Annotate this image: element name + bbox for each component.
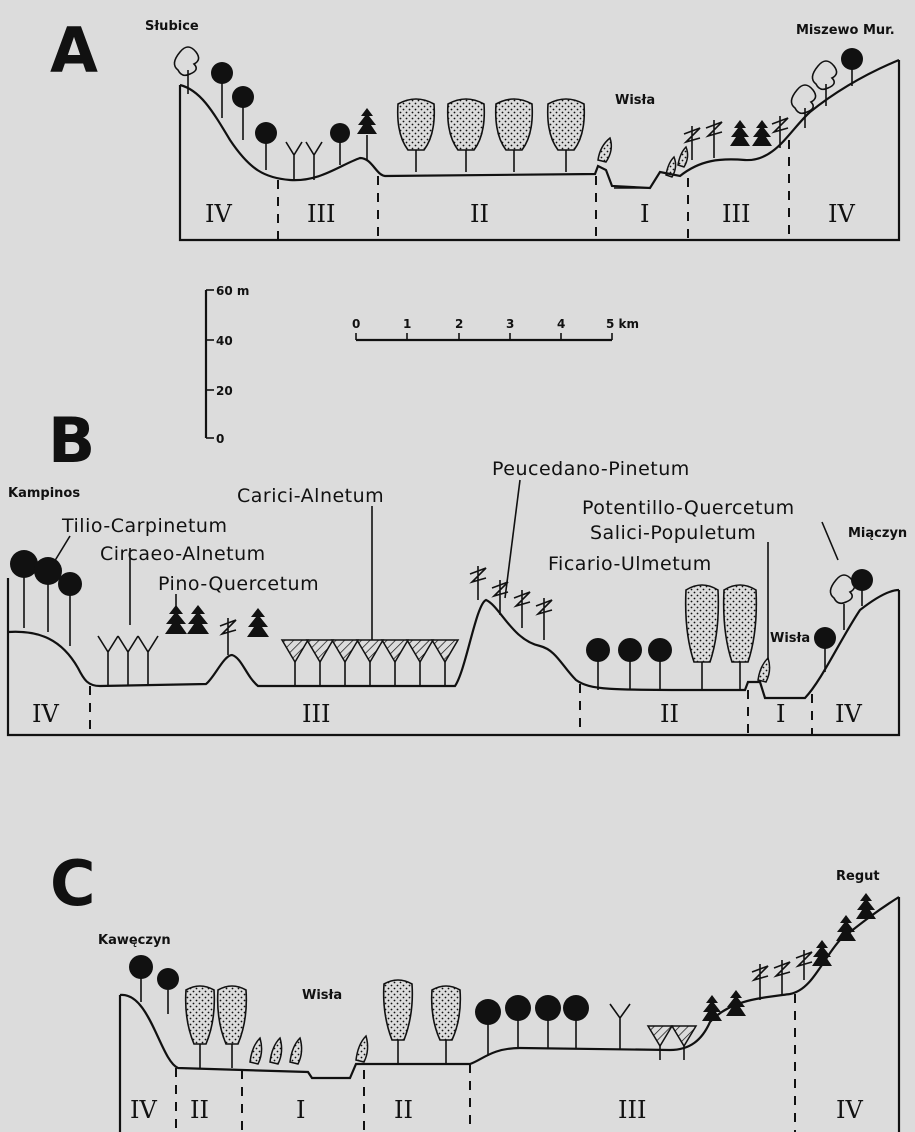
zone-label: IV xyxy=(836,1096,863,1124)
horizontal-scale-tick: 1 xyxy=(403,317,411,331)
panel-a-terrain-profile xyxy=(180,60,899,188)
vertical-scale-tick: 20 xyxy=(216,384,233,398)
panel-b-zone-labels: IV III II I IV xyxy=(32,700,862,728)
spruce-icon xyxy=(165,605,269,637)
horizontal-scale-tick: 4 xyxy=(557,317,565,331)
panel-b-frame xyxy=(8,578,899,735)
association-label-circaeo-alnetum: Circaeo-Alnetum xyxy=(100,543,266,565)
alder-fork-icon xyxy=(610,1004,630,1050)
association-label-peucedano-pinetum: Peucedano-Pinetum xyxy=(492,458,690,480)
panel-a-zone-labels: IV III II I III IV xyxy=(205,200,855,228)
vertical-scale-tick: 60 m xyxy=(216,284,249,298)
association-label-ficario-ulmetum: Ficario-Ulmetum xyxy=(548,553,712,575)
zone-label: I xyxy=(296,1096,305,1124)
willow-icon xyxy=(250,1036,368,1064)
alder-fork-icon xyxy=(286,142,322,180)
zone-label: II xyxy=(190,1096,209,1124)
panel-a-place-right: Miszewo Mur. xyxy=(796,23,895,38)
alder-hatched-icon xyxy=(282,640,458,686)
panel-a-river-label: Wisła xyxy=(615,93,655,108)
panel-b-place-left: Kampinos xyxy=(8,486,80,501)
panel-a-frame xyxy=(180,60,899,240)
panel-a: A Słubice Miszewo Mur. Wisła xyxy=(50,14,899,240)
zone-label: I xyxy=(776,700,785,728)
association-label-pino-quercetum: Pino-Quercetum xyxy=(158,573,319,595)
panel-b: B Kampinos Miączyn Wisła Tilio-Carpinetu… xyxy=(8,404,907,735)
horizontal-scale-tick: 3 xyxy=(506,317,514,331)
panel-c-zone-labels: IV II I II III IV xyxy=(130,1096,863,1124)
zone-label: III xyxy=(722,200,750,228)
willow-icon xyxy=(758,658,770,682)
zone-label: I xyxy=(640,200,649,228)
horizontal-scale: 0 1 2 3 4 5 km xyxy=(352,317,639,340)
zone-label: II xyxy=(660,700,679,728)
panel-b-association-labels: Tilio-Carpinetum Circaeo-Alnetum Pino-Qu… xyxy=(61,458,795,595)
outline-oak-icon xyxy=(830,575,854,630)
panel-b-zone-dividers xyxy=(90,684,812,735)
spruce-icon xyxy=(730,120,772,146)
zone-label: IV xyxy=(835,700,862,728)
poplar-tree-icon xyxy=(686,585,757,690)
panel-c-vegetation xyxy=(129,893,876,1068)
poplar-tree-icon xyxy=(398,99,585,172)
panel-a-vegetation xyxy=(174,47,863,180)
alder-hatched-icon xyxy=(648,1026,696,1060)
zone-label: IV xyxy=(205,200,232,228)
panel-a-place-left: Słubice xyxy=(145,19,199,34)
spruce-icon xyxy=(702,893,876,1021)
willow-icon xyxy=(598,138,688,177)
panel-b-river-label: Wisła xyxy=(770,631,810,646)
association-label-tilio-carpinetum: Tilio-Carpinetum xyxy=(61,515,227,537)
panel-c-place-left: Kawęczyn xyxy=(98,933,171,948)
zone-label: II xyxy=(470,200,489,228)
panel-b-vegetation xyxy=(10,550,873,690)
zone-label: III xyxy=(618,1096,646,1124)
panel-b-letter: B xyxy=(48,404,95,477)
panel-a-letter: A xyxy=(50,14,98,87)
zone-label: IV xyxy=(32,700,59,728)
horizontal-scale-tick: 5 km xyxy=(606,317,639,331)
association-label-potentillo-quercetum: Potentillo-Quercetum xyxy=(582,497,795,519)
zone-label: III xyxy=(302,700,330,728)
pine-icon xyxy=(752,950,812,1000)
vertical-scale-tick: 40 xyxy=(216,334,233,348)
horizontal-scale-tick: 2 xyxy=(455,317,463,331)
zone-label: III xyxy=(307,200,335,228)
panel-b-place-right: Miączyn xyxy=(848,526,907,541)
vertical-scale-tick: 0 xyxy=(216,432,224,446)
association-label-carici-alnetum: Carici-Alnetum xyxy=(237,485,384,507)
panel-c: C Kawęczyn Regut Wisła xyxy=(50,847,899,1132)
alder-fork-icon xyxy=(98,636,158,686)
horizontal-scale-tick: 0 xyxy=(352,317,360,331)
panel-c-river-label: Wisła xyxy=(302,988,342,1003)
broadleaf-tree-icon xyxy=(211,48,863,170)
panel-c-letter: C xyxy=(50,847,96,920)
panel-a-zone-dividers xyxy=(278,140,789,240)
zone-label: IV xyxy=(828,200,855,228)
vertical-scale: 60 m 40 20 0 xyxy=(206,284,249,446)
zone-label: IV xyxy=(130,1096,157,1124)
panel-c-place-right: Regut xyxy=(836,869,880,884)
zone-label: II xyxy=(394,1096,413,1124)
spruce-icon xyxy=(357,108,377,160)
association-label-salici-populetum: Salici-Populetum xyxy=(590,522,756,544)
